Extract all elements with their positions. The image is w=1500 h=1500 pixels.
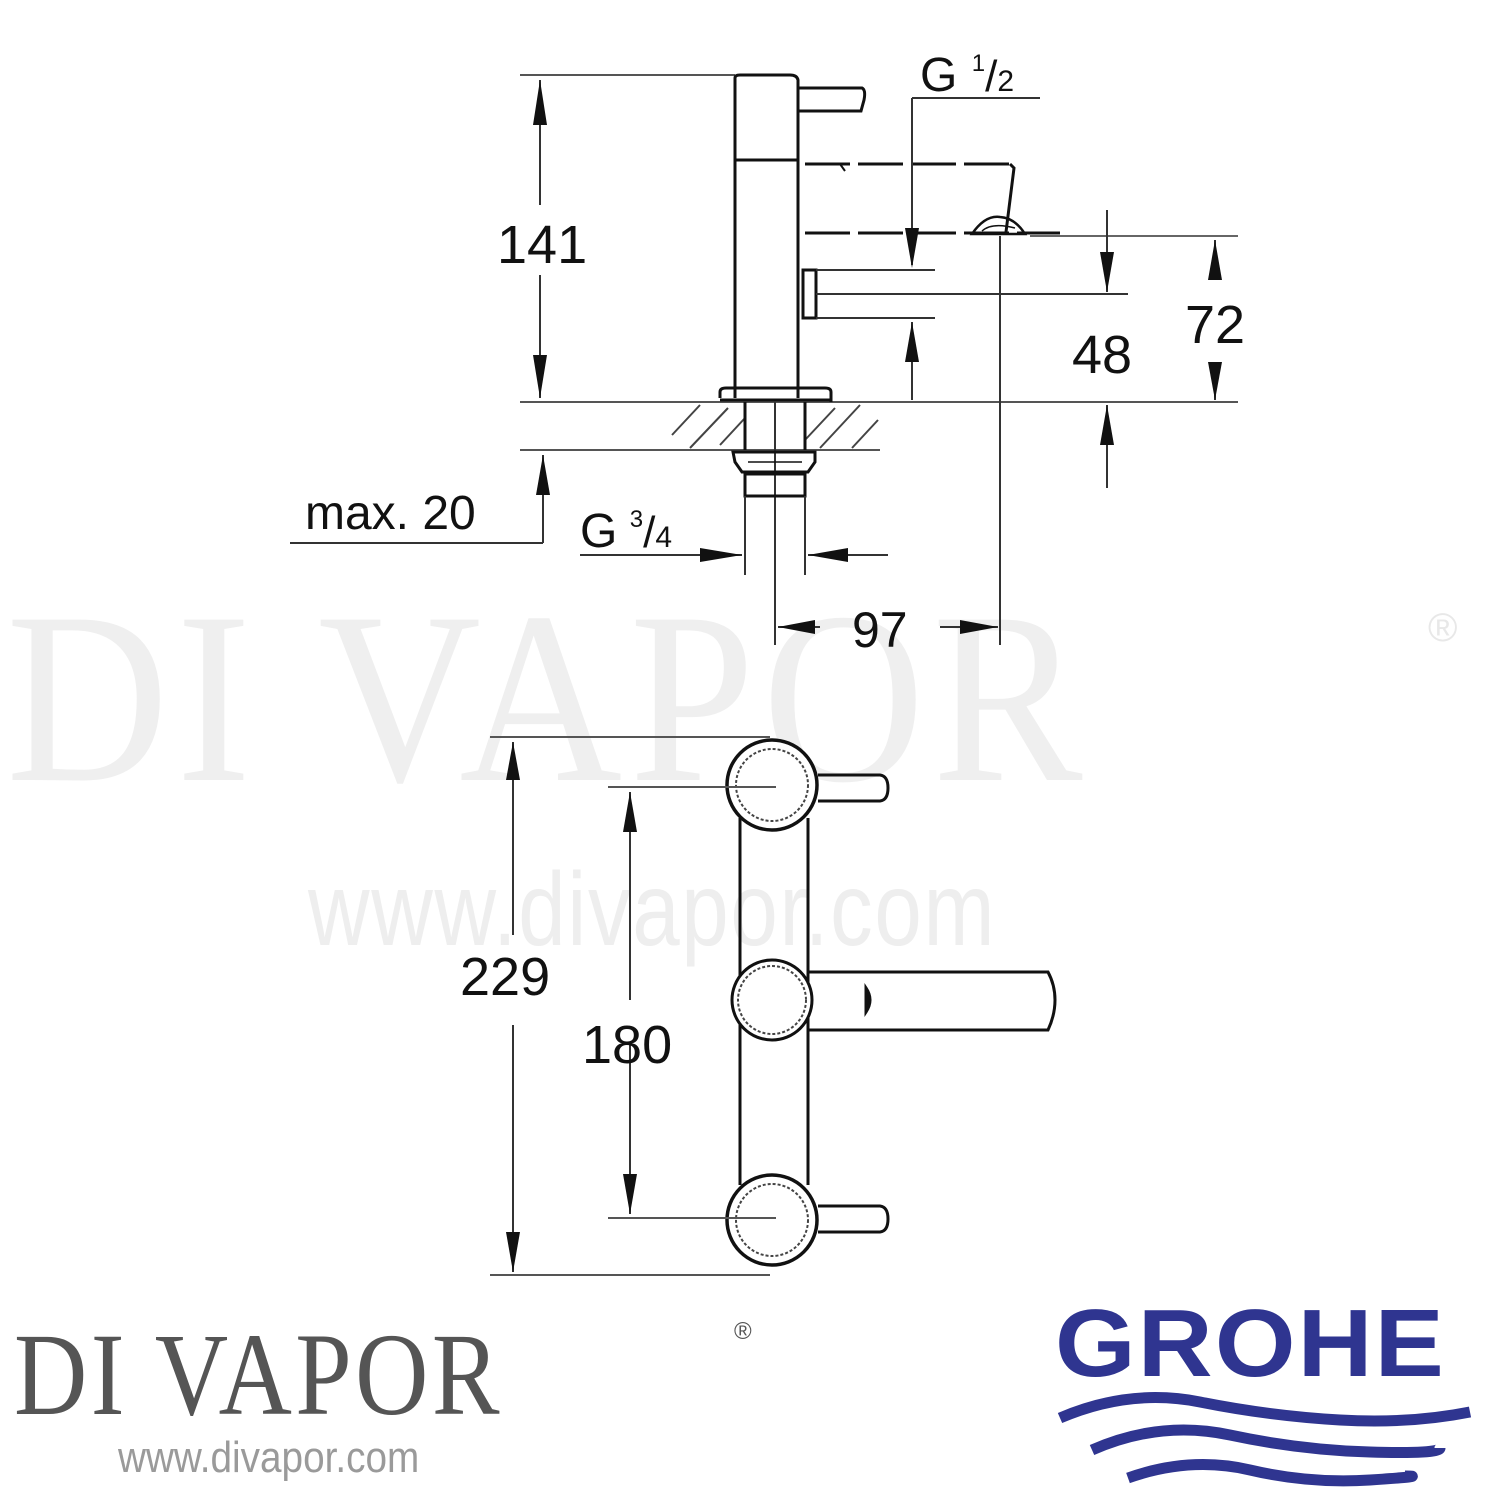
watermark-url: www.divapor.com <box>308 852 997 968</box>
watermark-registered-mark: ® <box>1428 606 1458 650</box>
dim-inlet-thread: G 3/4 <box>580 508 672 556</box>
dim-handle-centers: 180 <box>582 1015 673 1075</box>
thread-numerator: 3 <box>629 506 644 533</box>
divapor-url: www.divapor.com <box>118 1433 420 1482</box>
divapor-logo: DI VAPOR <box>14 1309 504 1440</box>
thread-denominator: 2 <box>997 65 1015 98</box>
dim-outlet-thread: G 1/2 <box>920 52 1014 100</box>
dim-inlet-height: 48 <box>1072 325 1133 385</box>
dim-spout-height: 72 <box>1185 295 1246 355</box>
dim-overall-length: 229 <box>460 947 551 1007</box>
dim-overall-height: 141 <box>497 215 588 275</box>
grohe-wave-icon <box>1057 1392 1472 1487</box>
top-view <box>490 736 1057 1276</box>
thread-prefix: G <box>580 505 618 558</box>
watermark-brand: DI VAPOR <box>6 562 1090 833</box>
thread-numerator: 1 <box>971 50 986 77</box>
thread-prefix: G <box>920 49 958 102</box>
thread-slash: / <box>985 52 998 101</box>
divapor-registered-icon: ® <box>734 1318 752 1345</box>
grohe-logo: GROHE <box>1055 1290 1446 1397</box>
dim-spout-projection: 97 <box>852 602 908 658</box>
thread-slash: / <box>643 508 656 557</box>
dim-max-thickness: max. 20 <box>305 487 476 540</box>
thread-denominator: 4 <box>655 521 673 554</box>
side-view <box>290 73 1238 645</box>
